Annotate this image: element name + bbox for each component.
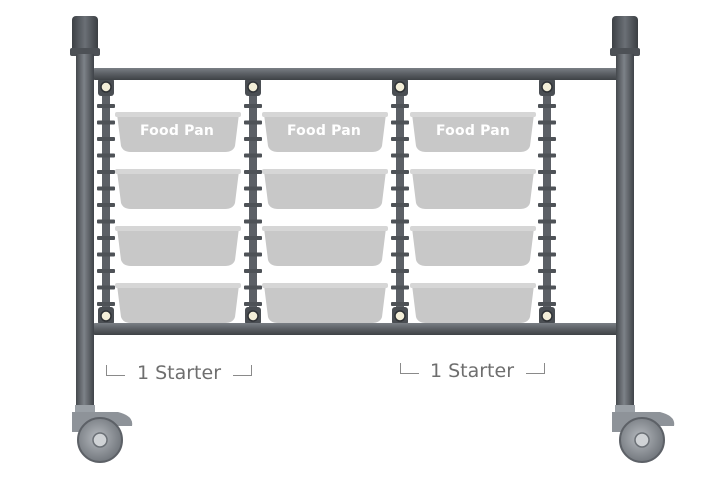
food-pan-label-2: Food Pan bbox=[286, 123, 362, 139]
food-pan bbox=[117, 228, 239, 266]
food-pan bbox=[264, 285, 386, 323]
food-pan-lip bbox=[262, 169, 388, 174]
food-pan-lip bbox=[115, 169, 241, 174]
starter-bracket-left-2 bbox=[400, 363, 419, 374]
left-post bbox=[70, 16, 100, 414]
right-caster-wheel bbox=[612, 405, 675, 463]
pan-rail bbox=[391, 78, 409, 326]
food-pans-grid bbox=[115, 112, 536, 323]
food-pan-lip bbox=[262, 283, 388, 288]
starter-bracket-right-2 bbox=[526, 363, 545, 374]
food-pan-lip bbox=[410, 226, 536, 231]
food-pan-lip bbox=[115, 112, 241, 117]
food-pan-lip bbox=[262, 226, 388, 231]
food-pan bbox=[412, 171, 534, 209]
food-pan-lip bbox=[262, 112, 388, 117]
food-pan bbox=[117, 114, 239, 152]
pan-rail bbox=[97, 78, 115, 326]
left-caster-wheel bbox=[72, 405, 133, 463]
food-pan bbox=[117, 171, 239, 209]
food-pan bbox=[412, 228, 534, 266]
pan-rail bbox=[244, 78, 262, 326]
food-pan bbox=[264, 228, 386, 266]
food-pan bbox=[117, 285, 239, 323]
food-pan-lip bbox=[115, 283, 241, 288]
pan-rail bbox=[538, 78, 556, 326]
food-pan-lip bbox=[410, 169, 536, 174]
starter-label-1: 1 Starter bbox=[136, 362, 222, 384]
food-pan-lip bbox=[410, 283, 536, 288]
right-post bbox=[610, 16, 640, 414]
food-pan-lip bbox=[115, 226, 241, 231]
pan-rails bbox=[97, 78, 556, 326]
top-crossbar bbox=[92, 68, 620, 80]
food-pan bbox=[264, 171, 386, 209]
food-pan-lip bbox=[410, 112, 536, 117]
starter-label-2: 1 Starter bbox=[429, 360, 515, 382]
food-pan bbox=[264, 114, 386, 152]
food-pan-label-3: Food Pan bbox=[435, 123, 511, 139]
food-pan bbox=[412, 114, 534, 152]
starter-bracket-right-1 bbox=[233, 365, 252, 376]
food-pan bbox=[412, 285, 534, 323]
food-pan-label-1: Food Pan bbox=[139, 123, 215, 139]
bottom-crossbar bbox=[92, 323, 620, 335]
starter-bracket-left-1 bbox=[106, 365, 125, 376]
